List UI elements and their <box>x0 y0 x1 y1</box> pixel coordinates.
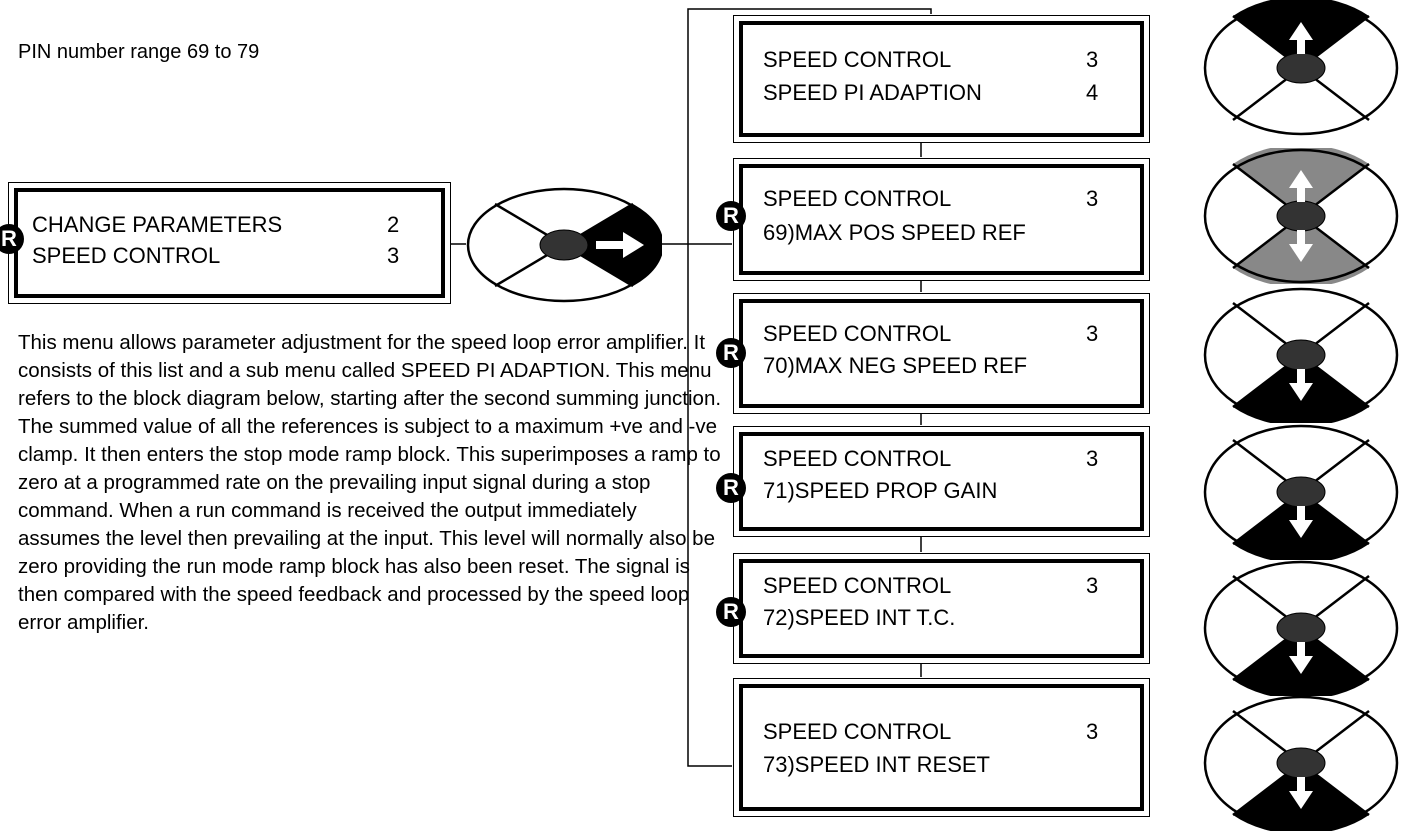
menu-num1: 3 <box>1086 321 1099 346</box>
down-arrow-icon <box>1289 777 1313 809</box>
menu-box-max-pos-speed-ref[interactable]: SPEED CONTROL 3 69)MAX POS SPEED REF <box>733 158 1150 281</box>
reset-badge: R <box>0 224 24 254</box>
menu-line2: 69)MAX POS SPEED REF <box>763 220 1026 245</box>
menu-line2: 71)SPEED PROP GAIN <box>763 478 998 503</box>
parent-menu-num1: 2 <box>387 212 400 237</box>
keypad-down[interactable] <box>1203 424 1399 560</box>
down-arrow-icon <box>1289 369 1313 401</box>
down-arrow-icon <box>1289 642 1313 674</box>
menu-description: This menu allows parameter adjustment fo… <box>18 331 722 634</box>
center-key <box>1276 747 1326 779</box>
menu-num1: 3 <box>1086 47 1099 72</box>
keypad-up[interactable] <box>1203 0 1399 136</box>
menu-screen: SPEED CONTROL 3 72)SPEED INT T.C. <box>739 559 1144 658</box>
parent-menu-display: CHANGE PARAMETERS 2 SPEED CONTROL 3 <box>8 182 451 304</box>
menu-screen: SPEED CONTROL 3 73)SPEED INT RESET <box>739 684 1144 811</box>
menu-screen: SPEED CONTROL 3 70)MAX NEG SPEED REF <box>739 299 1144 408</box>
menu-screen: SPEED CONTROL 3 71)SPEED PROP GAIN <box>739 432 1144 531</box>
menu-box-speed-int-tc[interactable]: SPEED CONTROL 3 72)SPEED INT T.C. <box>733 553 1150 664</box>
center-key <box>539 229 589 261</box>
menu-num1: 3 <box>1086 446 1099 471</box>
menu-box-speed-pi-adaption[interactable]: SPEED CONTROL 3 SPEED PI ADAPTION 4 <box>733 15 1150 143</box>
center-key <box>1276 476 1326 508</box>
keypad-down[interactable] <box>1203 560 1399 696</box>
menu-screen: SPEED CONTROL 3 SPEED PI ADAPTION 4 <box>739 21 1144 137</box>
menu-num2: 4 <box>1086 80 1099 105</box>
menu-num1: 3 <box>1086 186 1099 211</box>
center-key <box>1276 200 1326 232</box>
keypad-down[interactable] <box>1203 695 1399 831</box>
reset-badge: R <box>716 338 746 368</box>
up-arrow-icon <box>1289 22 1313 54</box>
keypad-segments <box>466 187 662 303</box>
menu-box-speed-prop-gain[interactable]: SPEED CONTROL 3 71)SPEED PROP GAIN <box>733 426 1150 537</box>
down-arrow-icon <box>1289 506 1313 538</box>
menu-line2: 72)SPEED INT T.C. <box>763 605 956 630</box>
menu-num1: 3 <box>1086 719 1099 744</box>
menu-screen: SPEED CONTROL 3 69)MAX POS SPEED REF <box>739 164 1144 275</box>
reset-badge: R <box>716 597 746 627</box>
keypad-down[interactable] <box>1203 287 1399 423</box>
menu-line2: 73)SPEED INT RESET <box>763 752 990 777</box>
reset-badge: R <box>716 473 746 503</box>
menu-box-speed-int-reset[interactable]: SPEED CONTROL 3 73)SPEED INT RESET <box>733 678 1150 817</box>
menu-line1: SPEED CONTROL <box>763 321 952 346</box>
parent-menu-screen: CHANGE PARAMETERS 2 SPEED CONTROL 3 <box>14 188 445 298</box>
reset-badge: R <box>716 201 746 231</box>
menu-line1: SPEED CONTROL <box>763 446 952 471</box>
pin-range-text: PIN number range 69 to 79 <box>18 41 260 63</box>
keypad-right[interactable] <box>466 187 662 303</box>
parent-menu-line1: CHANGE PARAMETERS <box>32 212 283 237</box>
center-key <box>1276 339 1326 371</box>
center-key <box>1276 612 1326 644</box>
parent-menu-num2: 3 <box>387 243 400 268</box>
menu-line1: SPEED CONTROL <box>763 47 952 72</box>
menu-line1: SPEED CONTROL <box>763 719 952 744</box>
center-key <box>1276 52 1326 84</box>
menu-line2: 70)MAX NEG SPEED REF <box>763 353 1028 378</box>
menu-box-max-neg-speed-ref[interactable]: SPEED CONTROL 3 70)MAX NEG SPEED REF <box>733 293 1150 414</box>
menu-line2: SPEED PI ADAPTION <box>763 80 982 105</box>
keypad-up-down[interactable] <box>1203 148 1399 284</box>
right-arrow-icon <box>596 232 644 258</box>
menu-num1: 3 <box>1086 573 1099 598</box>
down-arrow-icon <box>1289 230 1313 262</box>
parent-menu-line2: SPEED CONTROL <box>32 243 221 268</box>
menu-line1: SPEED CONTROL <box>763 186 952 211</box>
up-arrow-icon <box>1289 170 1313 202</box>
menu-line1: SPEED CONTROL <box>763 573 952 598</box>
